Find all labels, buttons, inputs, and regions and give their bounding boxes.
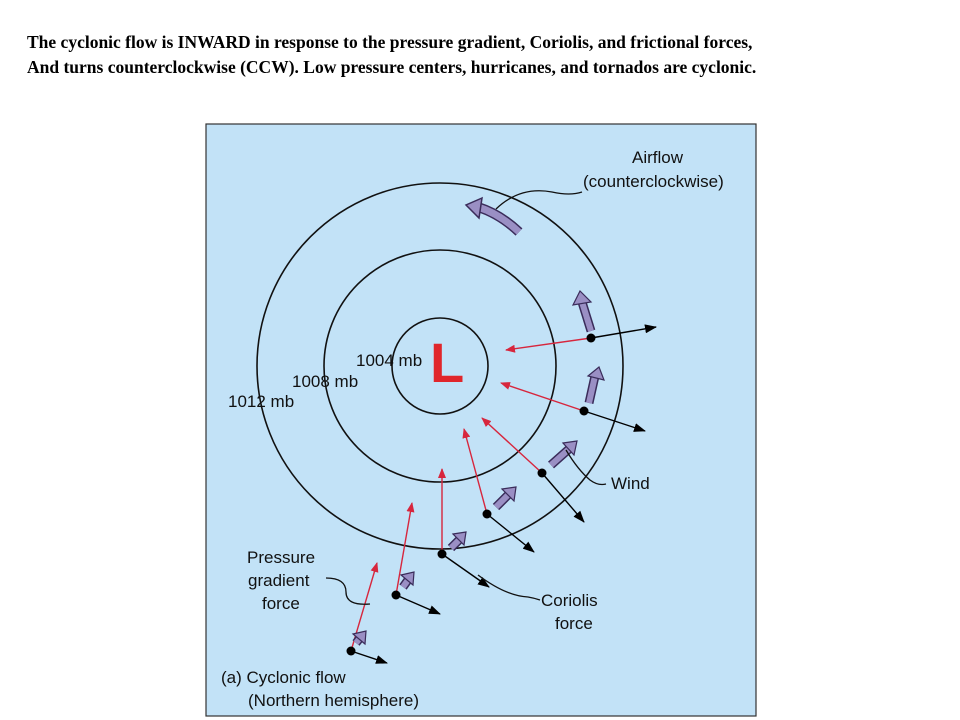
isobar-label-1004: 1004 mb — [356, 351, 422, 370]
parcel-2 — [500, 366, 646, 432]
isobar-label-1012: 1012 mb — [228, 392, 294, 411]
caption-line-1: The cyclonic flow is INWARD in response … — [27, 32, 753, 52]
airflow-leader-line — [495, 190, 583, 210]
isobar-1012-circle — [256, 182, 624, 550]
isobar-label-1008: 1008 mb — [292, 372, 358, 391]
parcel-6 — [391, 502, 441, 615]
panel-caption-line-2: (Northern hemisphere) — [248, 691, 419, 710]
airflow-label-line-2: (counterclockwise) — [583, 172, 724, 191]
parcel-5 — [437, 468, 490, 588]
parcel-3 — [481, 417, 585, 523]
airflow-label-line-1: Airflow — [632, 148, 684, 167]
panel-caption-line-1: (a) Cyclonic flow — [221, 668, 346, 687]
slide-caption: The cyclonic flow is INWARD in response … — [27, 30, 947, 80]
pgf-label-line-3: force — [262, 594, 300, 613]
low-pressure-marker: L — [430, 331, 464, 394]
isobar-1004-circle — [391, 317, 489, 415]
parcel-1 — [505, 289, 657, 353]
coriolis-label-line-1: Coriolis — [541, 591, 598, 610]
coriolis-label-line-2: force — [555, 614, 593, 633]
parcel-4 — [462, 428, 535, 553]
airflow-arrow — [464, 196, 523, 236]
wind-leader-line — [565, 449, 607, 486]
pgf-leader-line — [325, 577, 371, 605]
diagram-panel — [205, 123, 757, 717]
coriolis-leader-line — [477, 574, 541, 601]
parcel-7 — [346, 562, 388, 664]
wind-label: Wind — [611, 474, 650, 493]
pgf-label-line-1: Pressure — [247, 548, 315, 567]
caption-line-2: And turns counterclockwise (CCW). Low pr… — [27, 57, 757, 77]
isobar-1008-circle — [323, 249, 557, 483]
pgf-label-line-2: gradient — [248, 571, 310, 590]
